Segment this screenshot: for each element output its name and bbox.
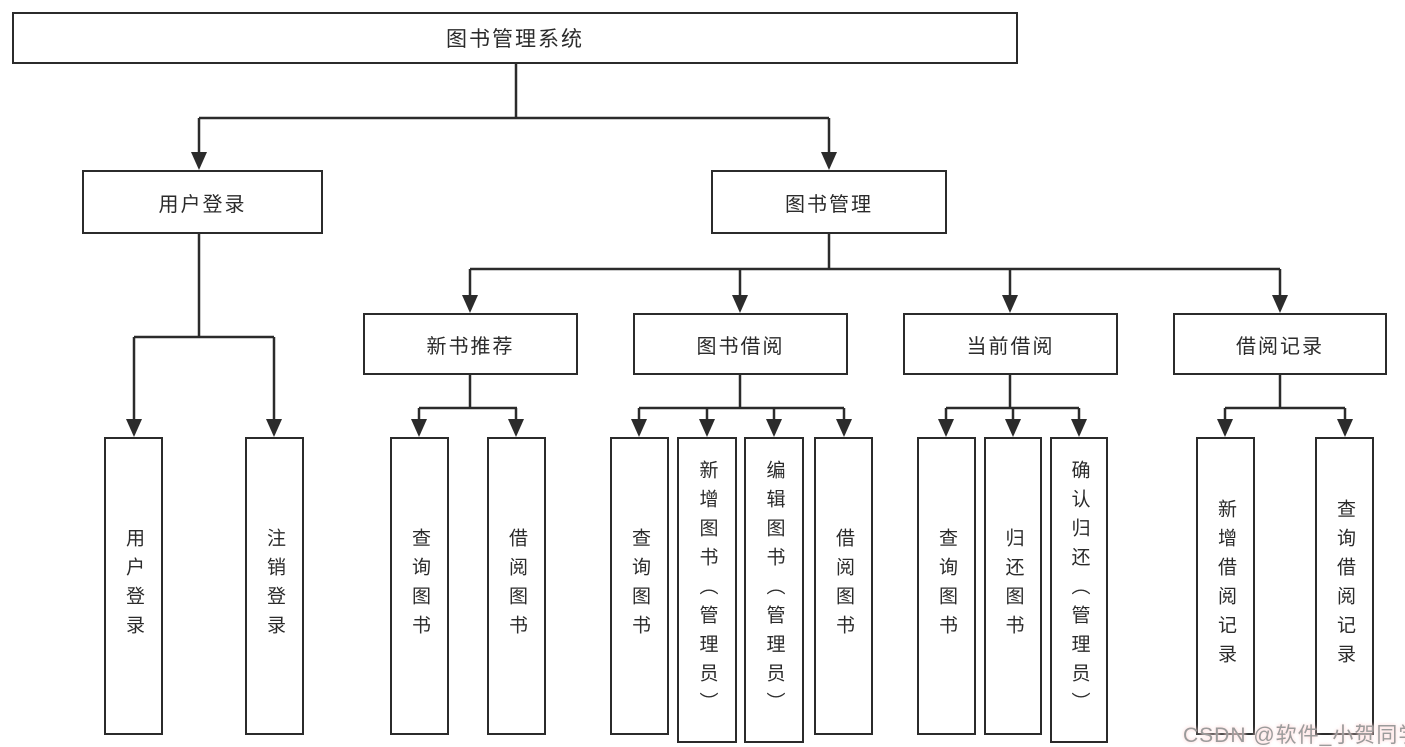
arrowhead-icon xyxy=(126,419,142,437)
arrowhead-icon xyxy=(1337,419,1353,437)
node-label: 用户登录 xyxy=(158,193,247,216)
node-label: 归还图书 xyxy=(1002,528,1024,644)
node-label: 查询图书 xyxy=(936,528,957,644)
node-root: 图书管理系统 xyxy=(12,12,1018,64)
node-label: 查询图书 xyxy=(409,528,430,644)
node-user-login: 用户登录 xyxy=(82,170,323,234)
arrowhead-icon xyxy=(821,152,837,170)
arrowhead-icon xyxy=(631,419,647,437)
node-label: 图书借阅 xyxy=(696,335,785,358)
arrowhead-icon xyxy=(508,419,524,437)
arrowhead-icon xyxy=(938,419,954,437)
arrowhead-icon xyxy=(836,419,852,437)
node-book-borrow: 图书借阅 xyxy=(633,313,848,375)
node-label: 新书推荐 xyxy=(426,335,515,358)
node-label: 确认归还（管理员） xyxy=(1068,459,1090,721)
arrowhead-icon xyxy=(766,419,782,437)
arrowhead-icon xyxy=(699,419,715,437)
leaf-add-book-admin: 新增图书（管理员） xyxy=(677,437,737,743)
node-label: 图书管理系统 xyxy=(446,28,584,51)
leaf-query-borrow-record: 查询借阅记录 xyxy=(1315,437,1374,735)
leaf-borrow-books: 借阅图书 xyxy=(814,437,873,735)
node-label: 新增图书（管理员） xyxy=(696,459,718,721)
leaf-borrow-books-recommend: 借阅图书 xyxy=(487,437,546,735)
arrowhead-icon xyxy=(462,295,478,313)
node-label: 注销登录 xyxy=(264,528,285,644)
node-borrow-records: 借阅记录 xyxy=(1173,313,1387,375)
node-label: 当前借阅 xyxy=(966,335,1055,358)
leaf-logout: 注销登录 xyxy=(245,437,304,735)
node-label: 查询图书 xyxy=(629,528,650,644)
node-new-book-recommend: 新书推荐 xyxy=(363,313,578,375)
node-label: 新增借阅记录 xyxy=(1215,499,1236,673)
leaf-return-book: 归还图书 xyxy=(984,437,1042,735)
leaf-query-books-current: 查询图书 xyxy=(917,437,976,735)
arrowhead-icon xyxy=(1002,295,1018,313)
leaf-add-borrow-record: 新增借阅记录 xyxy=(1196,437,1255,735)
node-current-borrow: 当前借阅 xyxy=(903,313,1118,375)
arrowhead-icon xyxy=(732,295,748,313)
node-label: 用户登录 xyxy=(123,528,144,644)
leaf-edit-book-admin: 编辑图书（管理员） xyxy=(744,437,804,743)
node-label: 借阅图书 xyxy=(833,528,854,644)
arrowhead-icon xyxy=(1005,419,1021,437)
leaf-query-books-borrow: 查询图书 xyxy=(610,437,669,735)
node-label: 编辑图书（管理员） xyxy=(763,459,785,721)
arrowhead-icon xyxy=(411,419,427,437)
leaf-query-books-recommend: 查询图书 xyxy=(390,437,449,735)
node-book-management: 图书管理 xyxy=(711,170,947,234)
arrowhead-icon xyxy=(1217,419,1233,437)
node-label: 借阅记录 xyxy=(1236,335,1324,358)
arrowhead-icon xyxy=(1272,295,1288,313)
arrowhead-icon xyxy=(1071,419,1087,437)
node-label: 借阅图书 xyxy=(506,528,527,644)
node-label: 图书管理 xyxy=(785,193,873,216)
leaf-confirm-return-admin: 确认归还（管理员） xyxy=(1050,437,1108,743)
leaf-user-login: 用户登录 xyxy=(104,437,163,735)
arrowhead-icon xyxy=(191,152,207,170)
node-label: 查询借阅记录 xyxy=(1334,499,1355,673)
arrowhead-icon xyxy=(266,419,282,437)
csdn-watermark: CSDN @软件_小贺同学 xyxy=(1183,724,1405,747)
